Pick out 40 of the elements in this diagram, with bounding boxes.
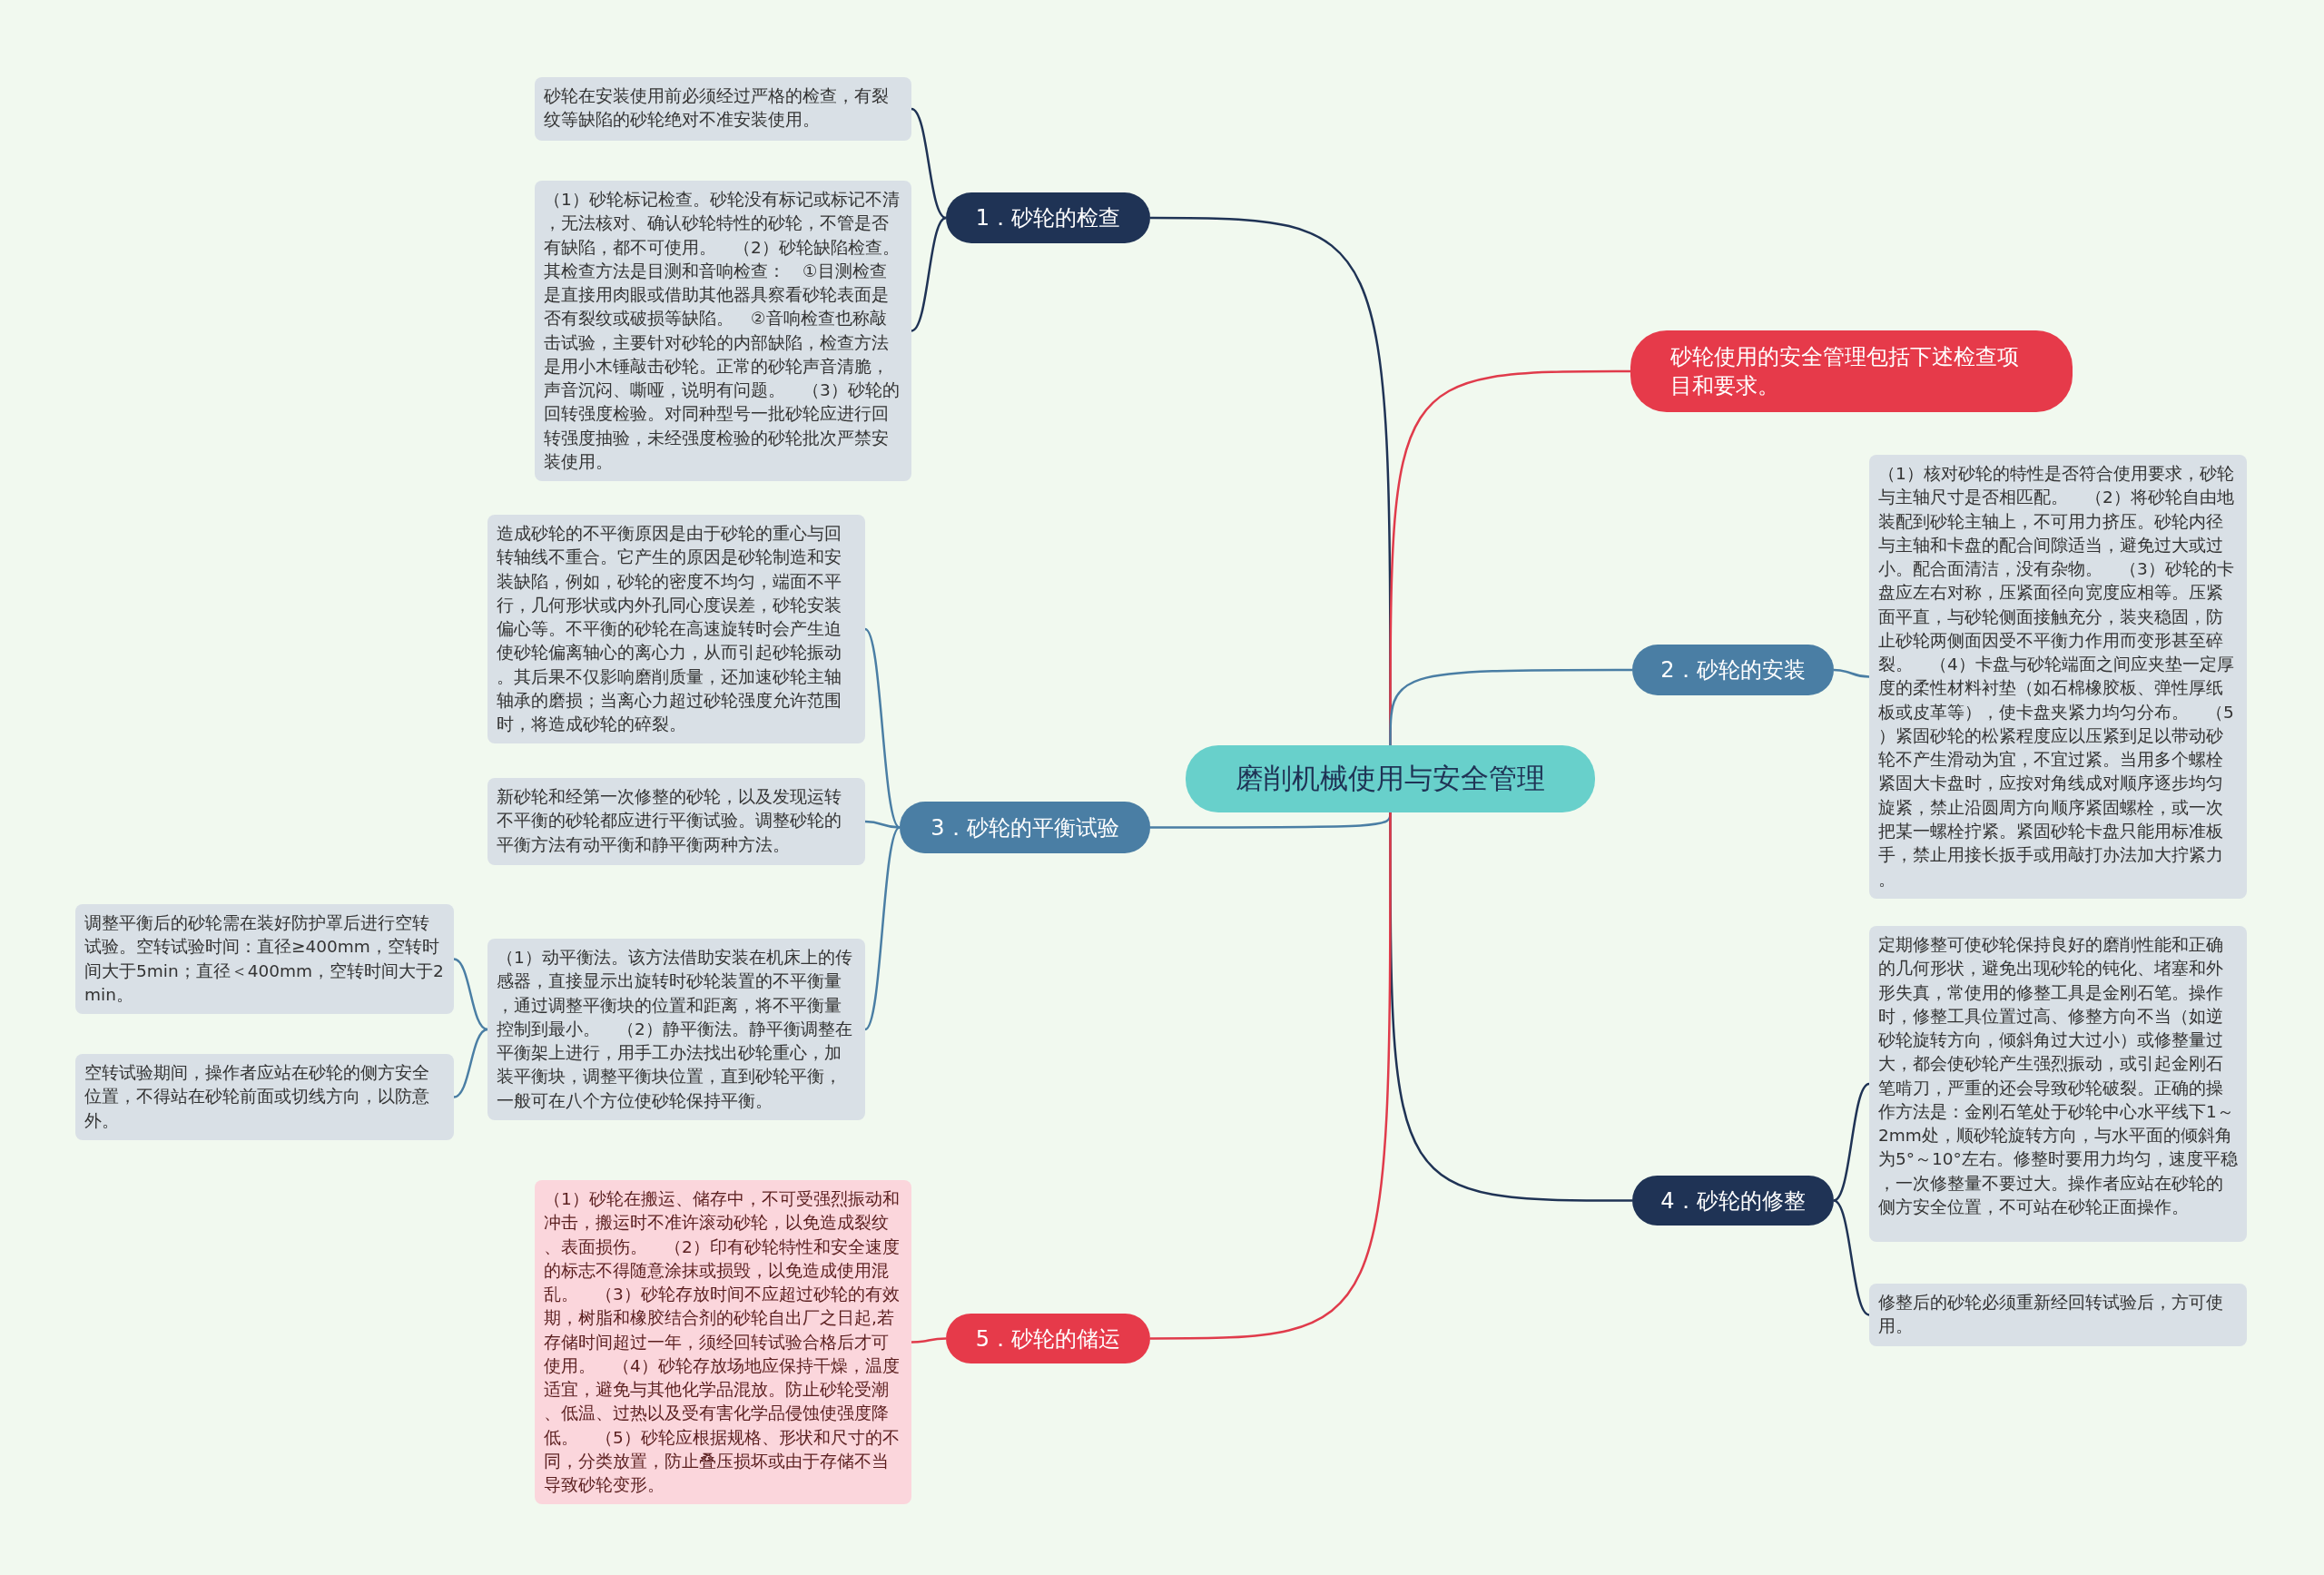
connector [1833,668,1870,678]
connector [864,820,901,829]
node-text: 2．砂轮的安装 [1659,656,1807,684]
connector [911,216,947,332]
note-card [1869,1284,2247,1346]
node-text: 定期修整可使砂轮保持良好的磨削性能和正确的几何形状，避免出现砂轮的钝化、堵塞和外形失真，常使用的修整工具是金刚石笔。操作时，修整工具位置过高、修整方向不当（如逆砂轮旋转方向，倾斜角过大过小）或修整量过大，都会使砂轮产生强烈振动，或引起金刚石笔啃刀，严重的还会导致砂轮破裂。正确的操作方法是：金刚石笔处于砂轮中心水平线下1～2mm处，顺砂轮旋转方向，与水平面的倾斜角为5°～10°左右。修整时要用力均匀，速度平稳，一次修整量不要过大。操作者应站在砂轮的侧方安全位置，不可站在砂轮正面操作。 [1878,934,2238,1218]
node-text: （1）砂轮在搬运、储存中，不可受强烈振动和冲击，搬运时不准许滚动砂轮，以免造成裂纹、表面损伤。 （2）印有砂轮特性和安全速度的标志不得随意涂抹或损毁，以免造成使用混乱。 （3）砂轮存放时间不应超过砂轮的有效期，树脂和橡胶结合剂的砂轮自出厂之日起,若存储时间超过一年，须经回转试验合格后才可使用。 （4）砂轮存放场地应保持干燥，温度适宜，避免与其他化学品混放。防止砂轮受潮、低温、过热以及受有害化学品侵蚀使强度降低。 （5）砂轮应根据规格、形状和尺寸的不同，分类放置，防止叠压损坏或由于存储不当导致砂轮变形。 [544,1188,901,1497]
node-text: 新砂轮和经第一次修整的砂轮，以及发现运转不平衡的砂轮都应进行平衡试验。调整砂轮的平衡方法有动平衡和静平衡两种方法。 [497,786,842,856]
connector [1389,668,1632,745]
node-text: （1）核对砂轮的特性是否符合使用要求，砂轮与主轴尺寸是否相匹配。 （2）将砂轮自由地装配到砂轮主轴上，不可用力挤压。砂轮内径与主轴和卡盘的配合间隙适当，避免过大或过小。配合面清洁，没有杂物。 （3）砂轮的卡盘应左右对称，压紧面径向宽度应相等。压紧面平直，与砂轮侧面接触充分，装夹稳固，防止砂轮两侧面因受不平衡力作用而变形甚至碎裂。 （4）卡盘与砂轮端面之间应夹垫一定厚度的柔性材料衬垫（如石棉橡胶板、弹性厚纸板或皮革等），使卡盘夹紧力均匀分布。 （5）紧固砂轮的松紧程度应以压紧到足以带动砂轮不产生滑动为宜，不宜过紧。当用多个螺栓紧固大卡盘时，应按对角线成对顺序逐步均匀旋紧，禁止沿圆周方向顺序紧固螺栓，或一次把某一螺栓拧紧。紧固砂轮卡盘只能用标准板手，禁止用接长扳手或用敲打办法加大拧紧力。 [1878,463,2235,891]
connector [453,1028,488,1098]
node-text: 3．砂轮的平衡试验 [930,813,1120,842]
node-text: （1）砂轮标记检查。砂轮没有标记或标记不清，无法核对、确认砂轮特性的砂轮，不管是否有缺陷，都不可使用。 （2）砂轮缺陷检查。其检查方法是目测和音响检查： ①目测检查是直接用肉眼或借助其他器具察看砂轮表面是否有裂纹或破损等缺陷。 ②音响检查也称敲击试验，主要针对砂轮的内部缺陷，检查方法是用小木锤敲击砂轮。正常的砂轮声音清脆，声音沉闷、嘶哑，说明有问题。 （3）砂轮的回转强度检验。对同种型号一批砂轮应进行回转强度抽验，未经强度检验的砂轮批次严禁安装使用。 [544,189,901,473]
node-text: 空转试验期间，操作者应站在砂轮的侧方安全位置，不得站在砂轮前面或切线方向，以防意外。 [84,1062,430,1132]
connector [1833,1199,1870,1316]
node-text: 砂轮使用的安全管理包括下述检查项目和要求。 [1670,342,2020,400]
topic-pill [946,1314,1150,1363]
topic-pill [1632,645,1834,695]
connector [1833,1082,1870,1202]
node-text: 4．砂轮的修整 [1659,1186,1807,1216]
note-card [75,1054,454,1140]
connector [864,628,901,829]
node-text: 5．砂轮的储运 [974,1324,1122,1354]
node-text: 修整后的砂轮必须重新经回转试验后，方可使用。 [1878,1292,2224,1338]
connector [1150,812,1392,1340]
connector [453,958,488,1031]
connector [911,1337,947,1344]
connector [911,107,947,220]
connector [864,826,901,1030]
note-card [487,778,865,865]
node-text: 造成砂轮的不平衡原因是由于砂轮的重心与回转轴线不重合。它产生的原因是砂轮制造和安装缺陷，例如，砂轮的密度不均匀，端面不平行，几何形状或内外孔同心度误差，砂轮安装偏心等。不平衡的砂轮在高速旋转时会产生迫使砂轮偏离轴心的离心力，从而引起砂轮振动。其后果不仅影响磨削质量，还加速砂轮主轴轴承的磨损；当离心力超过砂轮强度允许范围时，将造成砂轮的碎裂。 [497,523,842,736]
node-text: （1）动平衡法。该方法借助安装在机床上的传感器，直接显示出旋转时砂轮装置的不平衡量，通过调整平衡块的位置和距离，将不平衡量控制到最小。 （2）静平衡法。静平衡调整在平衡架上进行，用手工办法找出砂轮重心，加装平衡块，调整平衡块位置，直到砂轮平衡，一般可在八个方位使砂轮保持平衡。 [497,947,853,1112]
node-text: 调整平衡后的砂轮需在装好防护罩后进行空转试验。空转试验时间：直径≥400mm，空转时间大于5min；直径＜400mm，空转时间大于2min。 [84,912,445,1006]
node-text: 磨削机械使用与安全管理 [1235,761,1546,796]
node-text: 1．砂轮的检查 [974,204,1122,232]
note-card [535,77,911,141]
note-card [75,904,454,1015]
topic-pill [1632,1176,1834,1226]
node-text: 砂轮在安装使用前必须经过严格的检查，有裂纹等缺陷的砂轮绝对不准安装使用。 [544,85,890,132]
topic-pill [946,192,1150,243]
